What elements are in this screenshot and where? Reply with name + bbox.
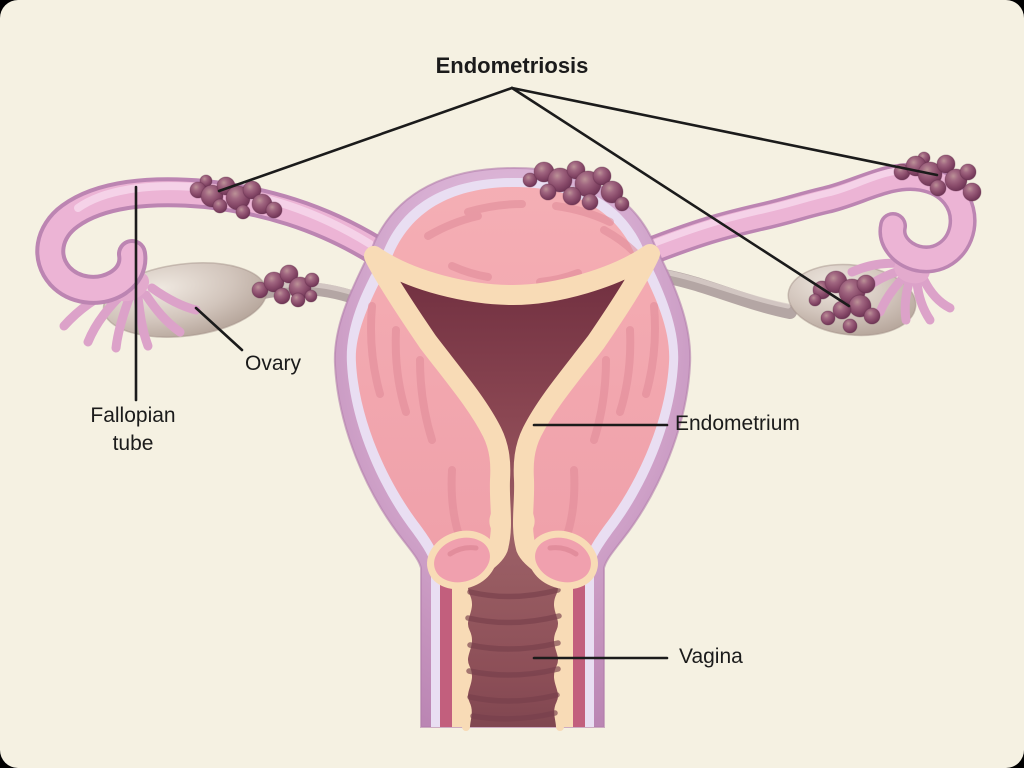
label-fallopian-tube: Fallopian tube xyxy=(90,404,176,455)
leader-endometriosis-to-right-tube xyxy=(510,86,939,177)
right-ligament-highlight xyxy=(661,269,791,309)
right-tube-highlight xyxy=(648,166,922,248)
right-fallopian-tube xyxy=(634,163,977,325)
endometriosis-lesions xyxy=(189,151,982,334)
canal-wavy-lining xyxy=(460,556,566,731)
cervix-lobe-streak-left xyxy=(447,545,479,557)
diagram-title: Endometriosis xyxy=(435,53,589,78)
leader-endometriosis-to-left-tube xyxy=(217,86,514,193)
lesions-right-tube xyxy=(893,151,982,202)
leader-endometriosis-to-right-ovary xyxy=(510,86,851,308)
vagina-ridges xyxy=(465,587,562,722)
label-ovary: Ovary xyxy=(245,352,302,375)
right-ovarian-ligament xyxy=(657,269,797,319)
lesions-uterine-fundus xyxy=(522,160,630,212)
label-endometrium: Endometrium xyxy=(675,412,800,435)
cervix-lobe-right xyxy=(528,530,598,590)
cervical-wavy-lining xyxy=(489,435,535,553)
leader-lines xyxy=(134,86,939,660)
label-vagina: Vagina xyxy=(679,645,743,668)
lesions-right-ovary xyxy=(808,270,881,334)
lesions-left-tube xyxy=(189,174,283,220)
cervix-lobe-streak-right xyxy=(547,545,579,557)
leader-ovary xyxy=(194,306,244,352)
right-tube-body xyxy=(637,166,974,270)
uterus xyxy=(333,166,692,731)
lesions-left-ovary xyxy=(251,264,320,308)
